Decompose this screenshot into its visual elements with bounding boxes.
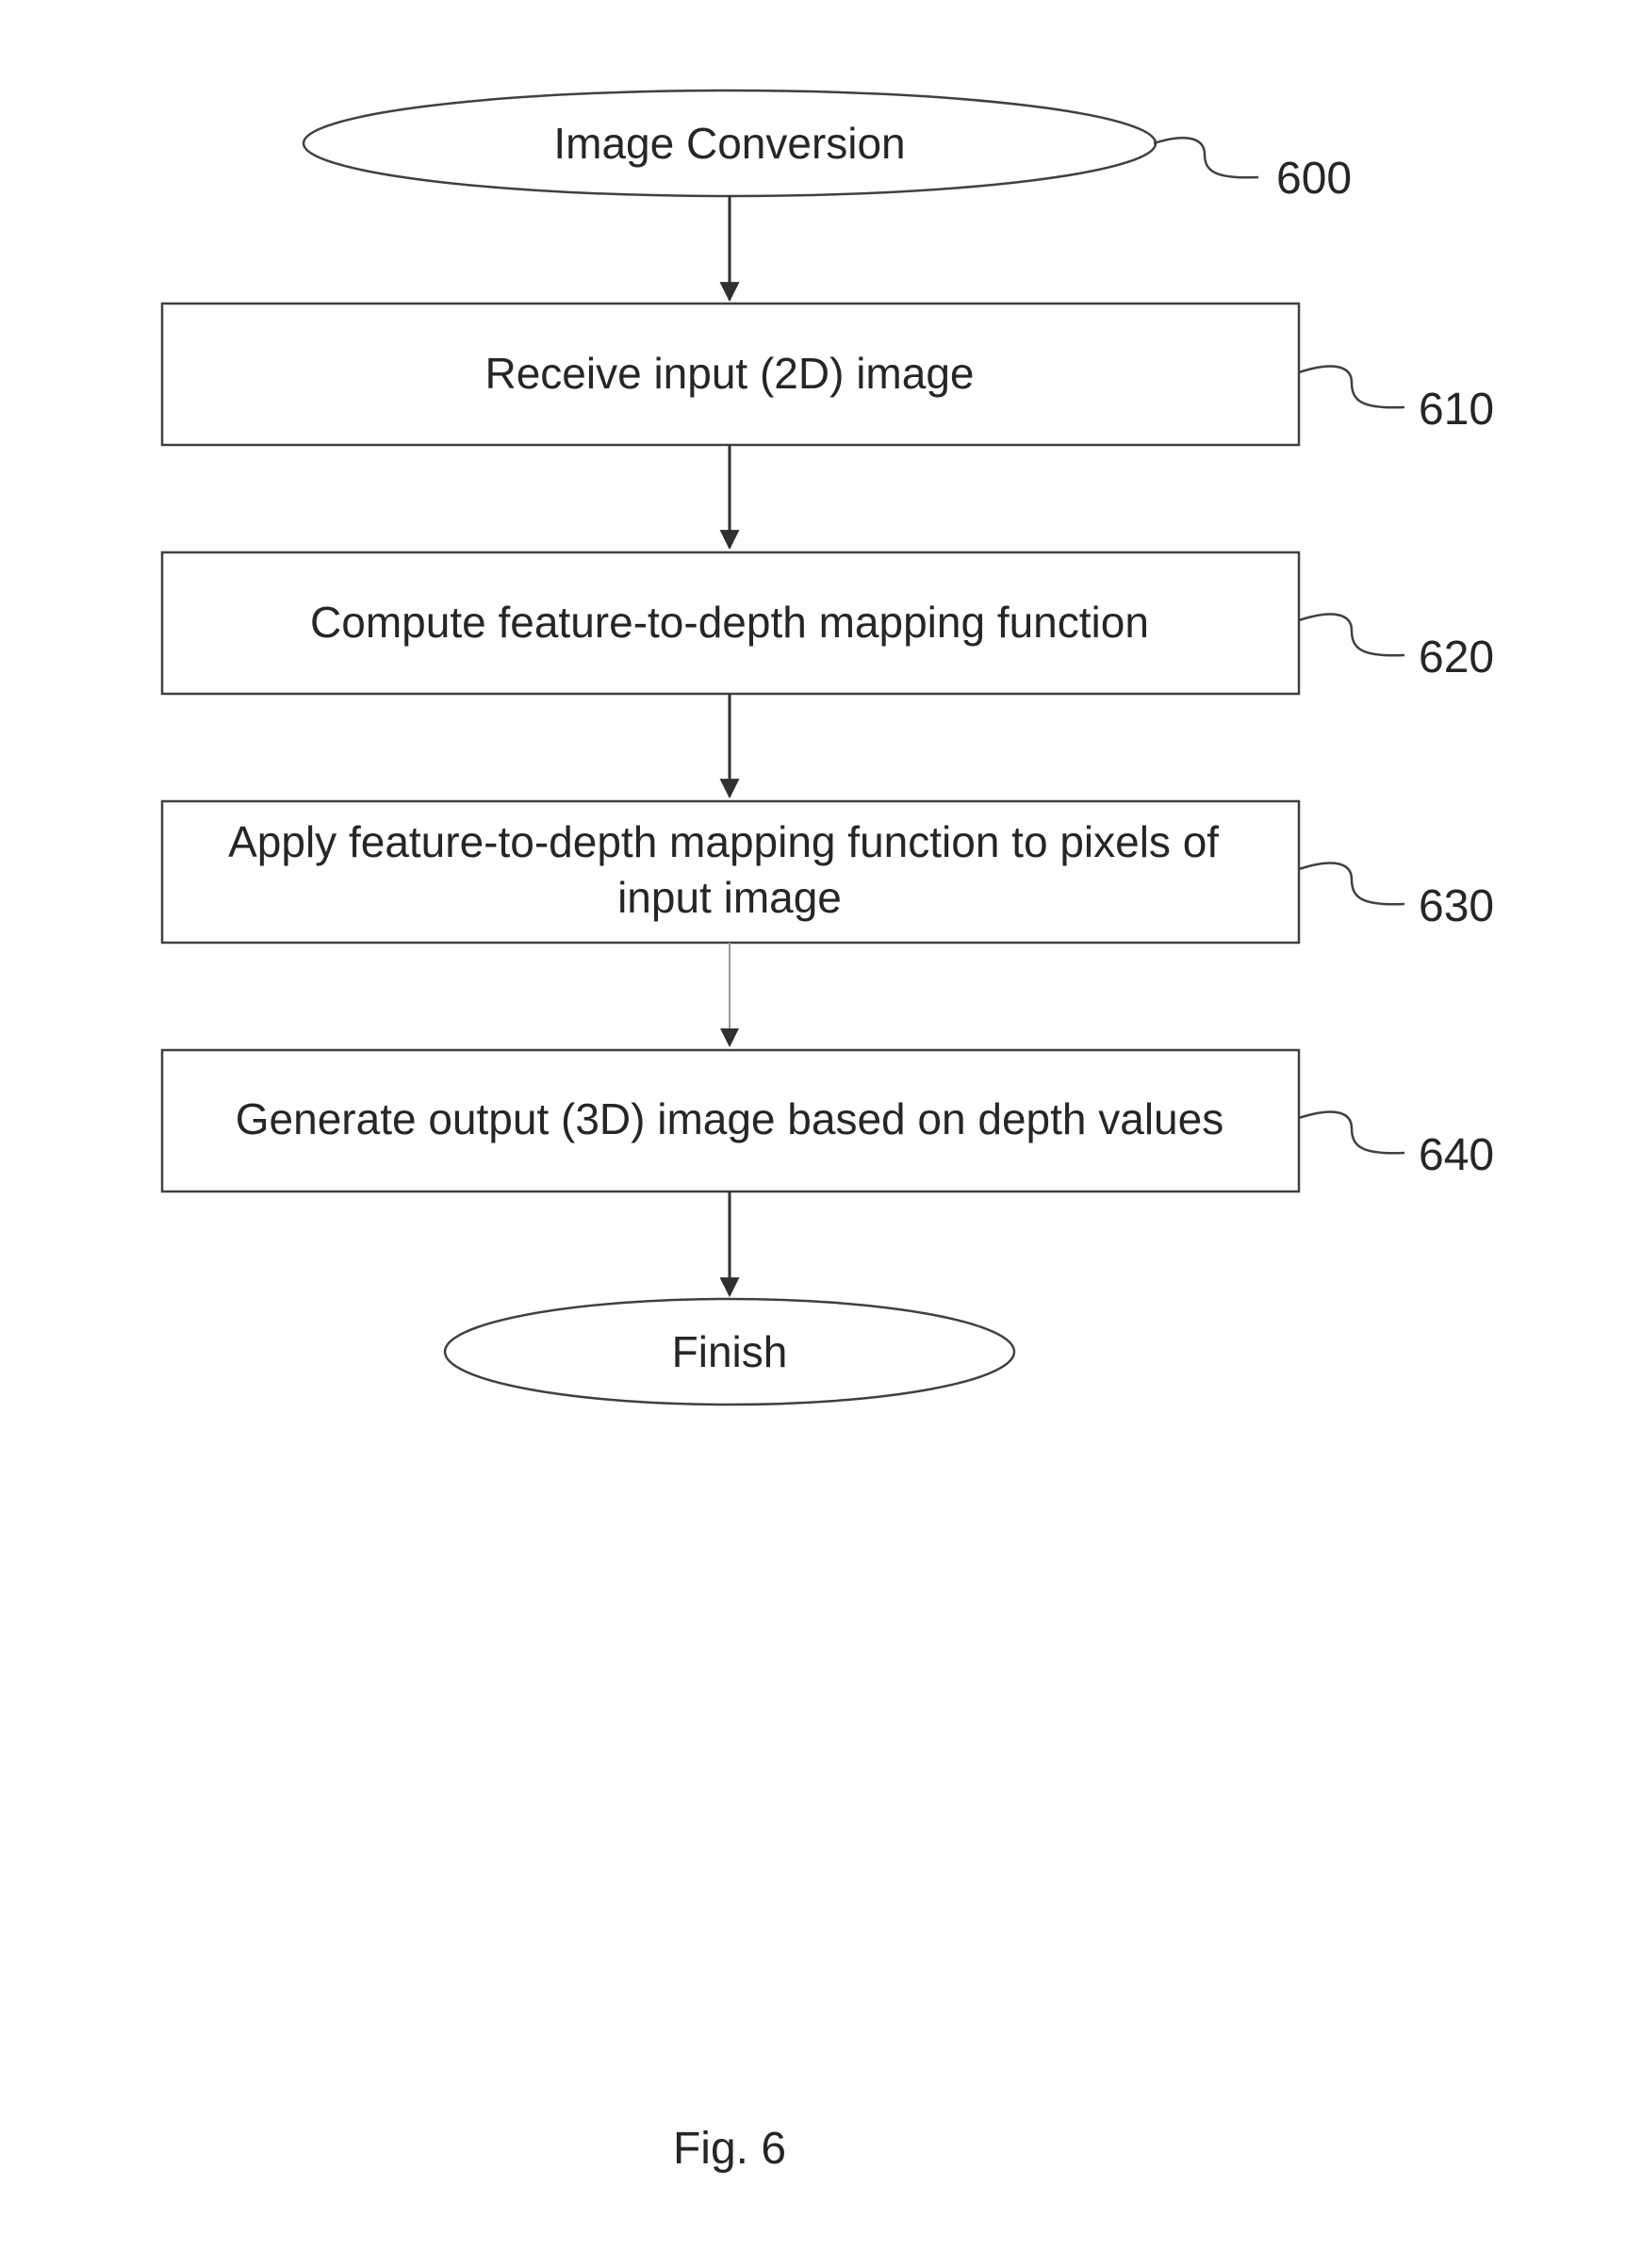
ref-630-label: 630 xyxy=(1419,881,1494,931)
ref-620-leader xyxy=(1299,615,1404,656)
ref-600-leader xyxy=(1154,138,1258,177)
ref-640-leader xyxy=(1299,1112,1404,1154)
step-630: Apply feature-to-depth mapping function … xyxy=(162,801,1299,943)
step-630-label-line-1: Apply feature-to-depth mapping function … xyxy=(228,817,1219,866)
finish-node: Finish xyxy=(445,1299,1014,1405)
ref-630-leader xyxy=(1299,863,1404,905)
step-640: Generate output (3D) image based on dept… xyxy=(162,1050,1299,1192)
start-label: Image Conversion xyxy=(553,119,905,168)
ref-610-label: 610 xyxy=(1419,385,1494,435)
step-610-label: Receive input (2D) image xyxy=(484,349,974,398)
ref-640-label: 640 xyxy=(1419,1130,1494,1180)
step-610: Receive input (2D) image xyxy=(162,304,1299,445)
step-640-label: Generate output (3D) image based on dept… xyxy=(236,1094,1223,1143)
ref-620-callout: 620 xyxy=(1299,615,1494,682)
step-620-label: Compute feature-to-depth mapping functio… xyxy=(310,598,1149,647)
ref-610-callout: 610 xyxy=(1299,367,1494,435)
ref-630-callout: 630 xyxy=(1299,863,1494,931)
ref-640-callout: 640 xyxy=(1299,1112,1494,1180)
step-630-label-line-2: input image xyxy=(617,873,842,922)
ref-620-label: 620 xyxy=(1419,633,1494,682)
start-node: Image Conversion xyxy=(304,90,1156,196)
ref-600-callout: 600 xyxy=(1154,138,1352,204)
ref-610-leader xyxy=(1299,367,1404,408)
figure-caption: Fig. 6 xyxy=(673,2124,786,2174)
finish-label: Finish xyxy=(672,1327,788,1376)
ref-600-label: 600 xyxy=(1276,154,1352,204)
step-620: Compute feature-to-depth mapping functio… xyxy=(162,552,1299,694)
